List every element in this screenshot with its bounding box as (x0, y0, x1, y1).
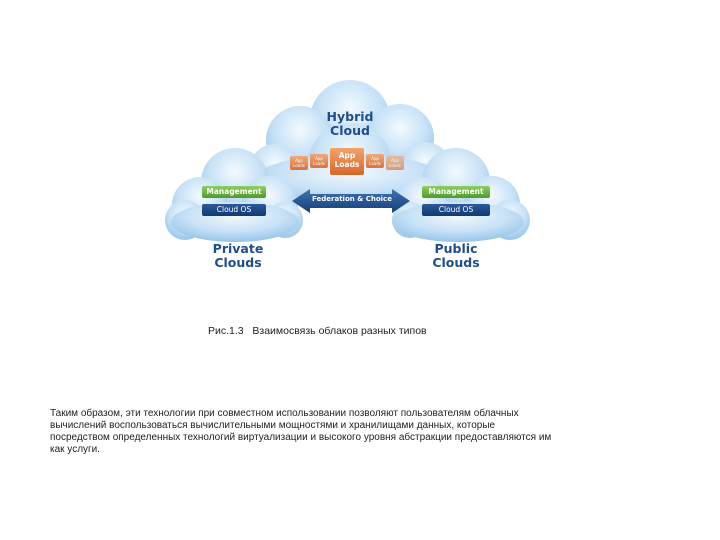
federation-label: Federation & Choice (312, 195, 392, 203)
federation-arrow (292, 189, 410, 213)
body-paragraph: Таким образом, эти технологии при совмес… (50, 408, 670, 456)
body-line: вычислений воспользоваться вычислительны… (50, 420, 496, 431)
app-loads-box: App Loads (330, 148, 364, 175)
private-cloud-os-bar: Cloud OS (202, 204, 266, 216)
public-clouds-title: Public Clouds (432, 241, 480, 270)
hybrid-cloud-title: Hybrid Cloud (326, 109, 374, 138)
body-line: Таким образом, эти технологии при совмес… (50, 408, 519, 419)
private-management-bar: Management (202, 186, 266, 198)
body-line: посредством определенных технологий вирт… (50, 432, 552, 443)
figure-caption: Рис.1.3 Взаимосвязь облаков разных типов (208, 325, 427, 337)
public-management-bar: Management (422, 186, 490, 198)
private-cloud-shape (165, 148, 303, 242)
private-clouds-title: Private Clouds (212, 241, 264, 270)
body-line: как услуги. (50, 444, 101, 455)
public-cloud-os-bar: Cloud OS (422, 204, 490, 216)
